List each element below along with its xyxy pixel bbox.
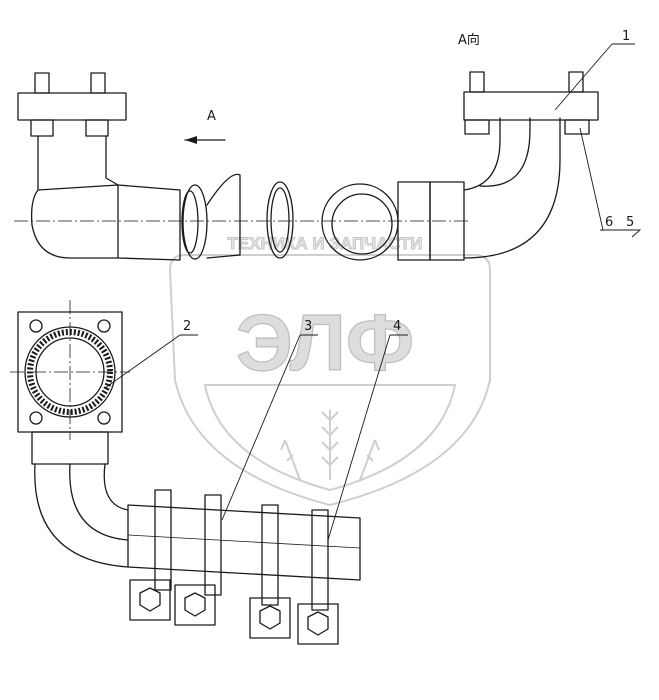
clamp-bolt-head-1 — [139, 587, 161, 612]
left-stud-1 — [34, 72, 50, 94]
flange-hole-2 — [97, 319, 111, 333]
right-stud-1 — [469, 71, 485, 93]
callout-4-leader — [327, 334, 408, 541]
view-arrow-head — [185, 136, 197, 144]
clamp-screw-box-4 — [297, 603, 339, 645]
clamp-band-4 — [311, 509, 329, 611]
right-flange — [463, 91, 599, 121]
left-stud-2 — [90, 72, 106, 94]
right-elbow-mid — [479, 117, 531, 187]
clamp-bolt-head-3 — [259, 605, 281, 630]
clamp-bolt-head-2 — [184, 592, 206, 617]
bottom-elbow-inner — [103, 463, 129, 511]
hose-section — [117, 184, 181, 261]
left-elbow-inner — [105, 135, 119, 186]
right-elbow-inner — [463, 117, 501, 191]
callout-3-leader — [221, 334, 318, 521]
bottom-pipe-assembly — [10, 300, 361, 645]
flange-hole-4 — [97, 411, 111, 425]
flange-hole-1 — [29, 319, 43, 333]
part-callouts: 1 2 3 4 6 5 — [104, 29, 642, 541]
view-title: A向 — [458, 32, 480, 48]
clamp-ring-1-inner — [181, 190, 199, 254]
flange-hole-3 — [29, 411, 43, 425]
clamp-band-3 — [261, 504, 279, 606]
right-nut-1 — [464, 119, 490, 135]
callout-5-6-leader — [579, 127, 642, 238]
clamp-ring-3-inner — [331, 193, 393, 255]
view-arrow-label: A — [207, 109, 216, 124]
bottom-elbow-outer — [34, 463, 129, 568]
callout-2-leader — [104, 334, 198, 389]
callout-5-label: 5 — [626, 215, 634, 230]
hose-clamps — [129, 489, 339, 645]
watermark-logo-text: ЭЛФ — [236, 298, 414, 387]
view-arrow: A — [184, 109, 226, 144]
clamp-ring-2 — [266, 181, 294, 259]
clamp-screw-box-3 — [249, 597, 291, 639]
clamp-bolt-head-4 — [307, 611, 329, 636]
left-flange — [17, 92, 127, 121]
callout-1-label: 1 — [622, 29, 630, 44]
right-nut-2 — [564, 119, 590, 135]
clamp-band-1 — [154, 489, 172, 591]
clamp-ring-1 — [182, 184, 208, 260]
clamp-band-2 — [204, 494, 222, 596]
watermark-shield-inner — [203, 384, 457, 492]
callout-2-label: 2 — [183, 319, 191, 334]
callout-4-label: 4 — [393, 319, 401, 334]
callout-3-label: 3 — [304, 319, 312, 334]
left-nut-1 — [30, 119, 54, 137]
flange-center-lines — [10, 300, 130, 440]
watermark-shield-outline — [168, 254, 491, 507]
right-elbow-outer — [463, 117, 561, 259]
clamp-ring-2-inner — [270, 187, 290, 253]
callout-6-label: 6 — [605, 215, 613, 230]
bottom-hose-center — [127, 534, 361, 549]
left-nut-2 — [85, 119, 109, 137]
watermark-logo: ЭЛФ ТЕХНИКА И ЗАПЧАСТИ — [168, 234, 491, 507]
clamp-screw-box-1 — [129, 579, 171, 621]
bottom-elbow-mid — [69, 463, 129, 541]
top-pipe-assembly — [14, 71, 599, 261]
right-stud-2 — [568, 71, 584, 93]
pipe-cut-piece — [206, 173, 241, 259]
callout-1-leader — [554, 43, 635, 111]
left-elbow-seam — [37, 184, 119, 191]
left-elbow-outer — [30, 135, 119, 259]
watermark-wheat-icon — [280, 410, 380, 481]
bottom-hose — [127, 504, 361, 581]
clamp-screw-box-2 — [174, 584, 216, 626]
